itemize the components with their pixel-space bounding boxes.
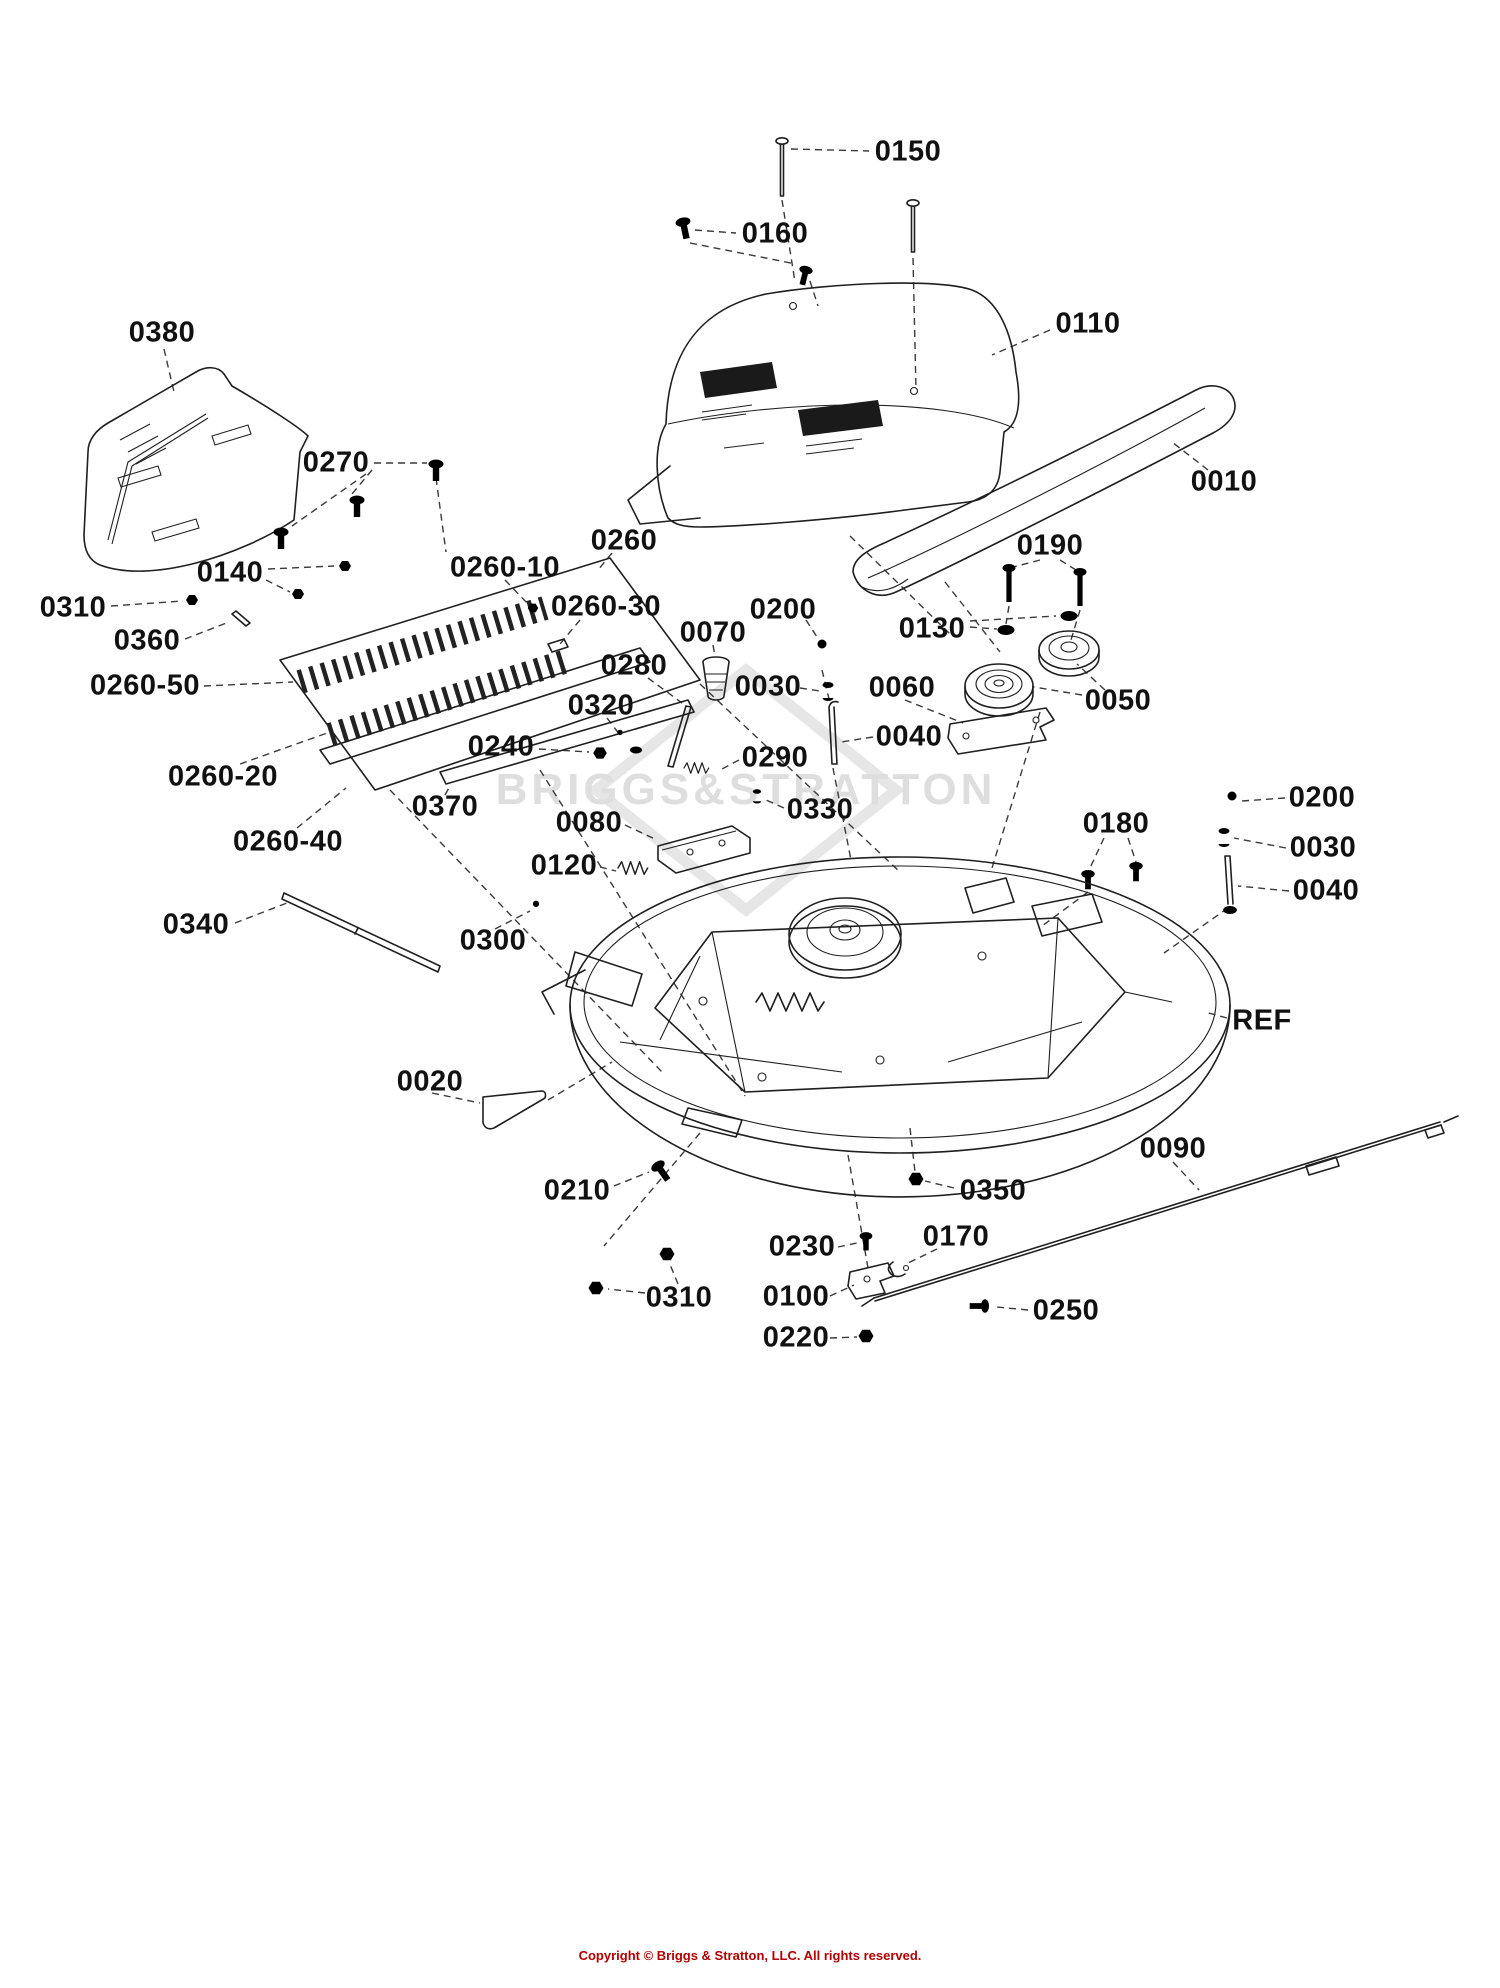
- part-screw-0250: [969, 1299, 990, 1313]
- part-label-0090: 0090: [1139, 1132, 1207, 1165]
- part-label-0380: 0380: [128, 316, 196, 349]
- part-label-0180: 0180: [1082, 807, 1150, 840]
- part-label-0240: 0240: [467, 730, 535, 763]
- part-label-0160: 0160: [741, 217, 809, 250]
- part-pin-washer-0320: [617, 729, 642, 754]
- part-label-0280: 0280: [600, 649, 668, 682]
- part-idler-arm-0060: [947, 707, 1055, 755]
- watermark: BRIGGS&STRATTON: [496, 662, 997, 918]
- part-label-0320: 0320: [567, 689, 635, 722]
- part-label-0260-10: 0260-10: [450, 551, 560, 584]
- assembly-dashed-lines: [389, 199, 1229, 1269]
- part-nut-0220: [858, 1329, 874, 1343]
- part-screw-0210: [649, 1158, 674, 1185]
- part-label-0310-left: 0310: [39, 591, 107, 624]
- copyright-notice: Copyright © Briggs & Stratton, LLC. All …: [578, 1948, 922, 1963]
- part-deck-ref: [541, 856, 1231, 1198]
- part-label-0070: 0070: [679, 616, 747, 649]
- part-label-0350: 0350: [959, 1174, 1027, 1207]
- part-belt-0010: [852, 385, 1236, 596]
- part-label-0360: 0360: [113, 624, 181, 657]
- part-bracket-0080: [657, 825, 751, 874]
- part-label-0300: 0300: [459, 924, 527, 957]
- comb-row-2: [326, 648, 574, 747]
- part-cotter-0200-right: [1227, 791, 1237, 822]
- leader-lines: [110, 148, 1290, 1339]
- part-rod-0040-center: [828, 700, 839, 765]
- part-label-0340: 0340: [162, 908, 230, 941]
- comb-row-1: [296, 596, 549, 694]
- part-label-0230: 0230: [768, 1230, 836, 1263]
- part-spacer-0030-right: [1218, 828, 1230, 847]
- part-label-0200-right: 0200: [1288, 781, 1356, 814]
- part-label-0120: 0120: [530, 849, 598, 882]
- part-0260-30: [547, 638, 569, 653]
- part-label-0290: 0290: [741, 741, 809, 774]
- part-label-0260-30: 0260-30: [551, 590, 661, 623]
- part-label-0260-20: 0260-20: [168, 760, 278, 793]
- part-rod-0340: [281, 892, 441, 973]
- part-pulleys-0050: [964, 630, 1100, 717]
- part-nut-0350: [908, 1172, 924, 1186]
- part-label-0040-right: 0040: [1292, 874, 1360, 907]
- part-label-0130: 0130: [898, 612, 966, 645]
- part-label-0260-40: 0260-40: [233, 825, 343, 858]
- part-wedge-0020: [482, 1090, 547, 1130]
- part-label-0270: 0270: [302, 446, 370, 479]
- part-label-0200-center: 0200: [749, 593, 817, 626]
- part-screws-0180: [1081, 861, 1143, 890]
- part-deflector-0380: [83, 366, 309, 572]
- part-rod-0280: [667, 705, 692, 768]
- part-cotter-0200-center: [817, 639, 827, 670]
- part-label-0110: 0110: [1055, 307, 1121, 340]
- part-spring-0120: [617, 860, 649, 876]
- part-rod-0040-right: [1223, 855, 1237, 914]
- part-label-0060: 0060: [868, 671, 936, 704]
- part-pin-0360: [231, 610, 251, 627]
- part-bolts-0150: [775, 137, 920, 253]
- part-strip-0370: [439, 699, 695, 785]
- part-knob-0070: [702, 656, 730, 701]
- watermark-text: BRIGGS&STRATTON: [496, 765, 997, 814]
- baffle-rail: [319, 647, 651, 765]
- part-label-0040-center: 0040: [875, 720, 943, 753]
- part-bracket-0100: [847, 1262, 895, 1300]
- part-label-0030-right: 0030: [1289, 831, 1357, 864]
- part-label-0100: 0100: [762, 1280, 830, 1313]
- part-label-0330: 0330: [786, 793, 854, 826]
- part-nut-0310-left: [186, 595, 198, 605]
- part-label-0250: 0250: [1032, 1294, 1100, 1327]
- part-label-0220: 0220: [762, 1321, 830, 1354]
- part-label-0210: 0210: [543, 1174, 611, 1207]
- part-label-0050: 0050: [1084, 684, 1152, 717]
- part-label-0080: 0080: [555, 806, 623, 839]
- part-label-0030-center: 0030: [734, 670, 802, 703]
- part-label-0170: 0170: [922, 1220, 990, 1253]
- part-label-0150: 0150: [874, 135, 942, 168]
- part-screw-0230: [859, 1232, 873, 1251]
- part-label-0260: 0260: [590, 524, 658, 557]
- part-label-0370: 0370: [411, 790, 479, 823]
- part-belt-cover-0110: [627, 282, 1020, 528]
- part-label-ref: REF: [1232, 1004, 1292, 1037]
- part-label-0010: 0010: [1190, 465, 1258, 498]
- part-label-0310-bottom: 0310: [645, 1281, 713, 1314]
- part-cable-0090: [861, 1115, 1459, 1307]
- part-pin-0300: [532, 900, 540, 922]
- part-nut-0240: [593, 747, 607, 759]
- part-baffle-plate-0260: [279, 557, 701, 791]
- part-label-0140: 0140: [196, 556, 264, 589]
- part-label-0020: 0020: [396, 1065, 464, 1098]
- part-spacer-0030-center: [822, 682, 834, 701]
- part-bolts-0190: [1002, 564, 1087, 606]
- part-label-0260-50: 0260-50: [90, 669, 200, 702]
- part-label-0190: 0190: [1016, 529, 1084, 562]
